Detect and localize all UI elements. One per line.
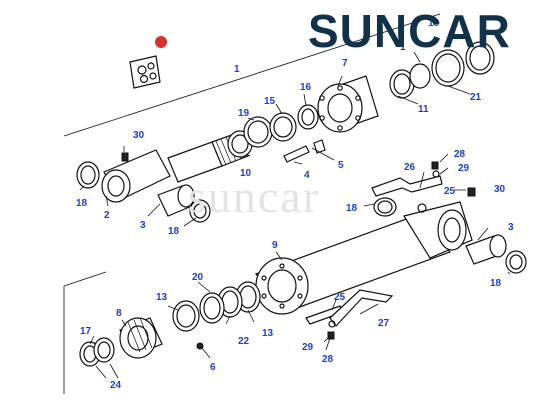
watermark-text: suncar xyxy=(188,171,321,222)
callout-11: 11 xyxy=(418,104,429,115)
callout-10: 10 xyxy=(240,168,252,179)
callout-16: 16 xyxy=(300,82,312,93)
callout-7: 7 xyxy=(342,58,348,69)
callout-25-lower: 25 xyxy=(334,292,346,303)
seal-ring-18-upper-mid xyxy=(189,199,211,223)
tube-end-eye xyxy=(437,209,467,251)
callout-3-upper: 3 xyxy=(140,220,146,231)
callout-26: 26 xyxy=(404,162,416,173)
callout-1: 1 xyxy=(234,64,240,75)
brand-name-part1: SUN xyxy=(308,5,409,57)
bolt-4 xyxy=(283,145,310,163)
callout-19: 18 xyxy=(428,18,440,29)
callout-29-lower: 29 xyxy=(302,342,314,353)
screw-6 xyxy=(196,342,204,350)
callout-6: 6 xyxy=(210,362,216,373)
grease-fitting-30-upper xyxy=(121,152,129,162)
callout-23: 21 xyxy=(470,92,482,103)
washer-29-lower xyxy=(328,320,336,328)
washer-5 xyxy=(313,139,326,154)
bolt-28-upper xyxy=(431,161,439,170)
callout-labels: 30 2 3 18 18 1 19 10 15 16 7 5 4 11 21 1… xyxy=(76,18,514,391)
callout-28-upper: 28 xyxy=(454,149,466,160)
pipe-27 xyxy=(329,289,394,327)
washer-29-upper xyxy=(432,170,440,178)
callout-2: 2 xyxy=(104,210,110,221)
callout-18-right: 18 xyxy=(490,278,502,289)
callout-30-upper: 30 xyxy=(133,130,145,141)
seal-kit-icon xyxy=(129,36,167,89)
callout-13-right: 13 xyxy=(262,328,274,339)
fitting-30-right xyxy=(467,187,476,197)
callout-30-right: 30 xyxy=(494,184,506,195)
leader-lines xyxy=(79,51,511,379)
callout-17: 17 xyxy=(80,326,92,337)
seal-ring-18-right xyxy=(505,250,527,274)
callout-25-upper: 25 xyxy=(444,186,456,197)
cylinder-assembly xyxy=(79,161,527,367)
callout-15: 15 xyxy=(264,96,276,107)
callout-5: 5 xyxy=(338,160,344,171)
callout-20: 20 xyxy=(192,272,204,283)
pipe-26 xyxy=(371,175,443,197)
rod-assembly xyxy=(76,41,495,223)
callout-28-lower: 28 xyxy=(322,354,334,365)
callout-18-upper-left: 18 xyxy=(76,198,88,209)
callout-24: 24 xyxy=(110,380,122,391)
callout-9: 9 xyxy=(272,240,278,251)
clamp-25-upper xyxy=(417,203,427,213)
callout-1-kit: 1 xyxy=(400,42,406,53)
piston-9 xyxy=(255,257,309,315)
callout-18-tube: 18 xyxy=(346,203,358,214)
callout-4: 4 xyxy=(304,170,310,181)
frame-lines xyxy=(63,13,441,394)
callout-18-upper-mid: 18 xyxy=(168,226,180,237)
callout-27: 27 xyxy=(378,318,390,329)
kit-badge-icon xyxy=(155,36,167,48)
ring-16 xyxy=(297,104,319,130)
brand-logo: SUNCAR xyxy=(308,6,511,56)
callout-22: 22 xyxy=(238,336,250,347)
callout-21: 19 xyxy=(238,108,250,119)
brand-name-part2: C xyxy=(408,5,443,57)
bolt-28-lower xyxy=(327,331,335,340)
callout-29-upper: 29 xyxy=(458,163,470,174)
callout-3-right: 3 xyxy=(508,222,514,233)
callout-8: 8 xyxy=(116,308,122,319)
callout-13-left: 13 xyxy=(156,292,168,303)
brand-name-part3: AR xyxy=(442,5,511,57)
